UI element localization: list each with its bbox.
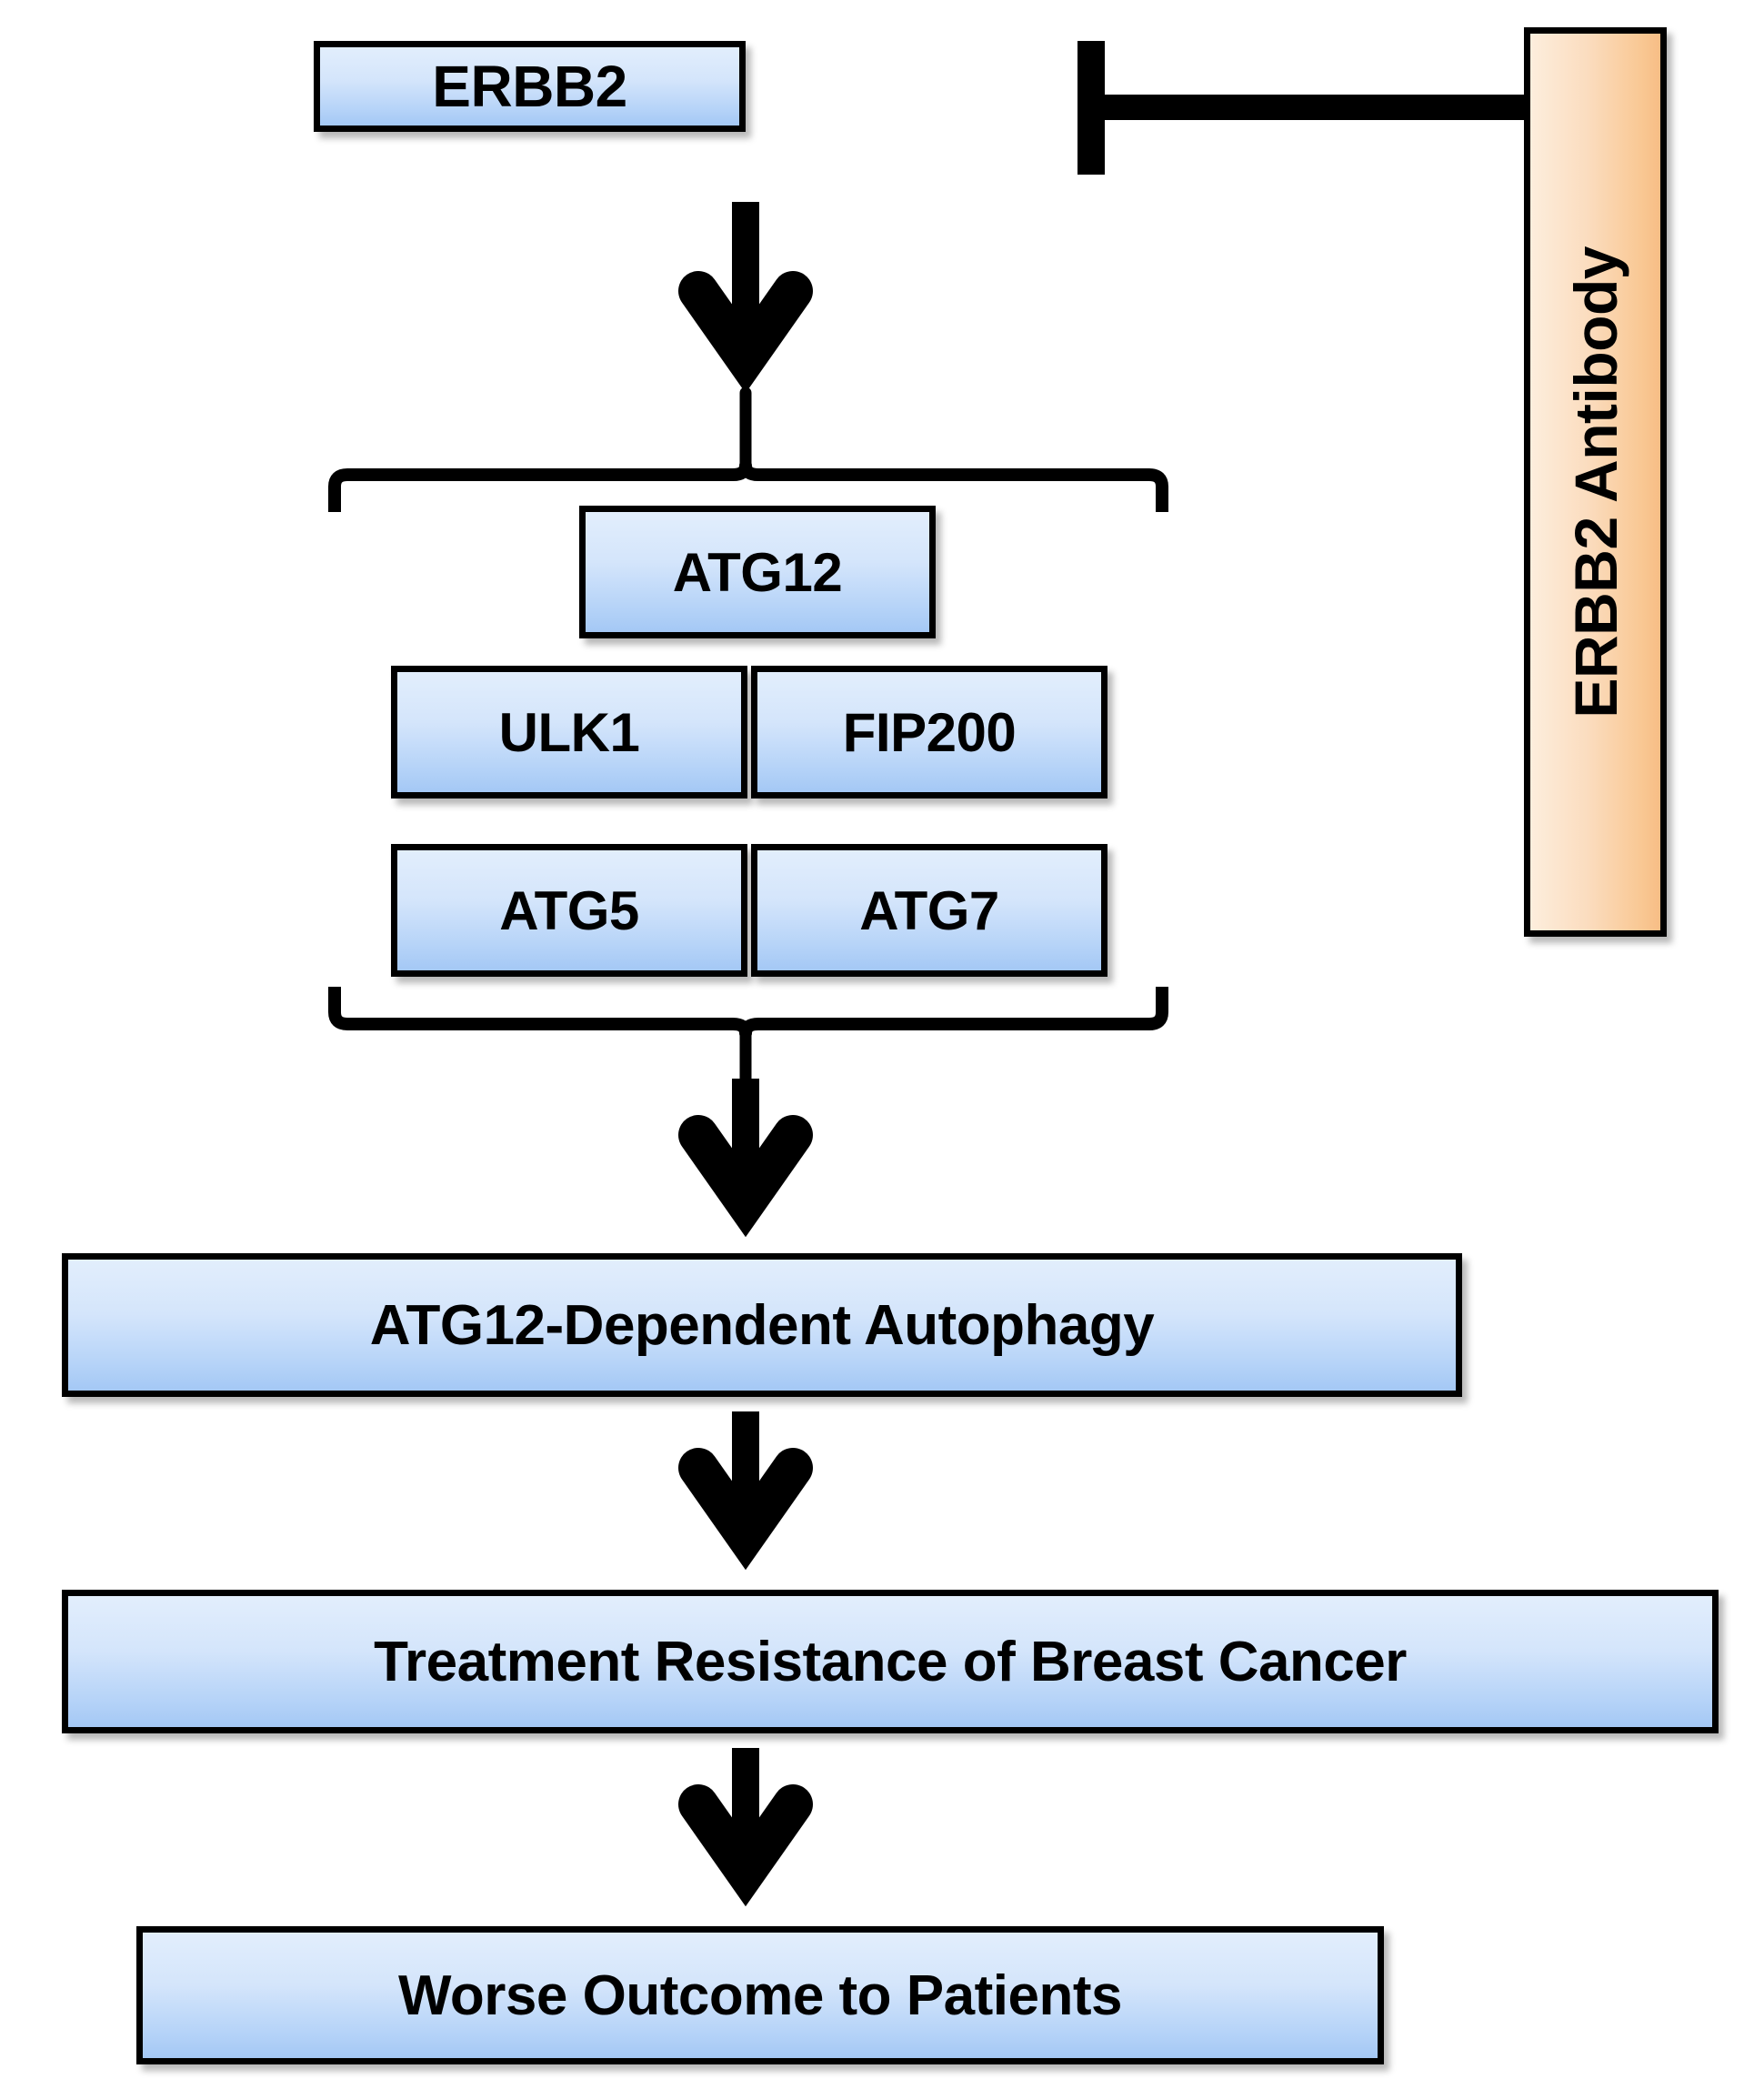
arrow-complex-to-autophagy-icon	[678, 1079, 813, 1238]
arrow-autophagy-to-resistance-icon	[678, 1411, 813, 1571]
node-atg12-dependent-autophagy[interactable]: ATG12-Dependent Autophagy	[62, 1253, 1462, 1397]
node-treatment-resistance[interactable]: Treatment Resistance of Breast Cancer	[62, 1590, 1719, 1733]
inhibition-connector-antibody-erbb2	[1077, 41, 1524, 175]
node-atg12[interactable]: ATG12	[579, 506, 936, 638]
bracket-bottom-icon	[328, 987, 1168, 1040]
node-atg5[interactable]: ATG5	[391, 844, 747, 977]
node-ulk1[interactable]: ULK1	[391, 666, 747, 798]
node-atg12-dependent-autophagy-label: ATG12-Dependent Autophagy	[369, 1293, 1155, 1357]
node-atg7-label: ATG7	[859, 879, 999, 941]
node-worse-outcome[interactable]: Worse Outcome to Patients	[136, 1926, 1384, 2064]
node-worse-outcome-label: Worse Outcome to Patients	[398, 1964, 1122, 2027]
node-erbb2-antibody-label: ERBB2 Antibody	[1561, 246, 1629, 718]
node-fip200-label: FIP200	[842, 701, 1017, 763]
arrow-resistance-to-outcome-icon	[678, 1748, 813, 1907]
node-erbb2-antibody[interactable]: ERBB2 Antibody	[1524, 27, 1667, 937]
node-atg12-label: ATG12	[672, 541, 843, 603]
node-treatment-resistance-label: Treatment Resistance of Breast Cancer	[374, 1630, 1407, 1693]
node-erbb2-label: ERBB2	[432, 54, 627, 119]
node-atg7[interactable]: ATG7	[751, 844, 1108, 977]
node-fip200[interactable]: FIP200	[751, 666, 1108, 798]
node-ulk1-label: ULK1	[498, 701, 640, 763]
node-atg5-label: ATG5	[499, 879, 639, 941]
arrow-erbb2-to-complex-icon	[678, 202, 813, 394]
node-erbb2[interactable]: ERBB2	[314, 41, 746, 132]
